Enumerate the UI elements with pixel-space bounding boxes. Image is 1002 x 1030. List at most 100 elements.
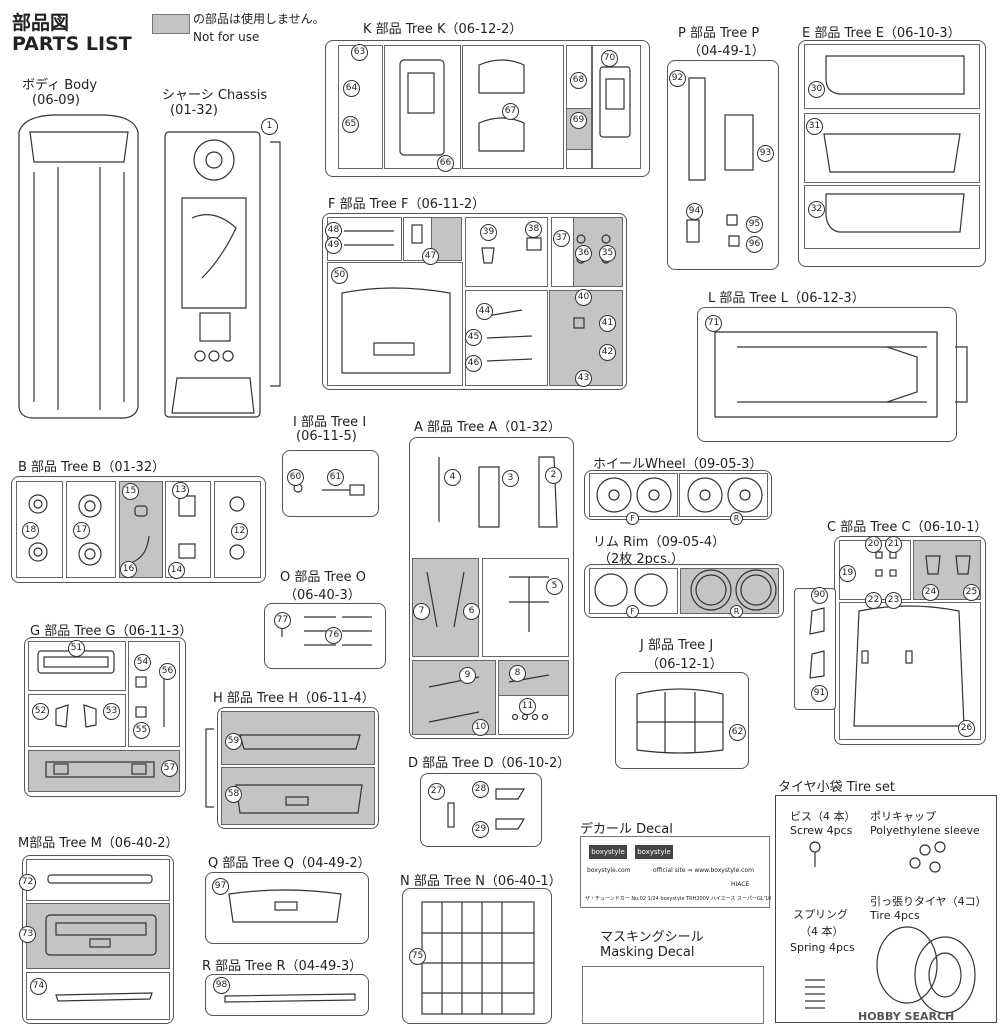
part-num-62: 62 — [729, 724, 746, 741]
treeH-cell-unused-1 — [221, 711, 375, 765]
page-title-jp: 部品図 — [12, 12, 70, 34]
part-num-35: 35 — [599, 245, 616, 262]
treeQ-label: Q 部品 Tree Q（04-49-2） — [208, 856, 371, 871]
spring-qty: （4 本） — [800, 925, 844, 938]
part-num-36: 36 — [575, 245, 592, 262]
part-num-31: 31 — [806, 118, 823, 135]
rim-qty: （2枚 2pcs.） — [598, 552, 684, 567]
treeA-cell-5 — [482, 558, 569, 657]
part-num-32: 32 — [808, 201, 825, 218]
part-num-98: 98 — [213, 977, 230, 994]
treeA-drawing — [426, 456, 558, 723]
part-num-95: 95 — [746, 216, 763, 233]
part-num-94: 94 — [686, 203, 703, 220]
spring-jp: スプリング — [793, 908, 848, 921]
part-num-53: 53 — [103, 703, 120, 720]
part-num-91: 91 — [811, 685, 828, 702]
part-num-5: 5 — [546, 578, 563, 595]
part-num-23: 23 — [885, 592, 902, 609]
part-num-24: 24 — [922, 584, 939, 601]
part-num-41: 41 — [599, 315, 616, 332]
part-num-44: 44 — [476, 303, 493, 320]
screw-en: Screw 4pcs — [790, 824, 853, 837]
part-num-59: 59 — [225, 733, 242, 750]
part-num-29: 29 — [472, 821, 489, 838]
part-num-73: 73 — [19, 926, 36, 943]
legend-jp: の部品は使用しません。 — [193, 12, 325, 26]
treeB-label: B 部品 Tree B（01-32） — [18, 460, 166, 475]
part-num-27: 27 — [428, 783, 445, 800]
part-num-14: 14 — [168, 562, 185, 579]
part-num-63: 63 — [351, 44, 368, 61]
part-num-64: 64 — [343, 80, 360, 97]
rim-label: リム Rim（09-05-4） — [593, 535, 726, 550]
treeF-cell-50 — [327, 262, 463, 386]
part-num-48: 48 — [325, 222, 342, 239]
treeB-cell-13 — [165, 481, 211, 578]
part-num-60: 60 — [287, 469, 304, 486]
treeM-cell-72 — [26, 859, 170, 901]
part-num-3: 3 — [502, 470, 519, 487]
treeI-code: (06-11-5) — [296, 429, 357, 444]
treeE-cell-32 — [804, 185, 980, 249]
decal-sheet: boxystyle boxystyle boxystyle.com offici… — [580, 836, 771, 908]
part-num-76: 76 — [325, 627, 342, 644]
treeA-label: A 部品 Tree A（01-32） — [414, 420, 562, 435]
part-num-40: 40 — [575, 289, 592, 306]
watermark: HOBBY SEARCH — [858, 1010, 955, 1023]
part-num-42: 42 — [599, 344, 616, 361]
part-num-65: 65 — [342, 116, 359, 133]
tire-jp: 引っ張りタイヤ（4コ） — [870, 895, 987, 908]
treeF-cell-unused-1 — [431, 217, 462, 261]
part-num-97: 97 — [212, 878, 229, 895]
part-num-20: 20 — [865, 536, 882, 553]
decal-hiace: HIACE — [731, 881, 750, 888]
decal-brand-2: boxystyle — [635, 845, 673, 859]
treeM-label: M部品 Tree M（06-40-2） — [18, 836, 179, 851]
treeB-drawing — [28, 494, 245, 566]
masking-label-jp: マスキングシール — [600, 930, 704, 945]
part-num-26: 26 — [958, 720, 975, 737]
part-num-77: 77 — [274, 612, 291, 629]
treeG-label: G 部品 Tree G（06-11-3） — [30, 624, 193, 639]
part-num-58: 58 — [225, 786, 242, 803]
cap-en: Polyethylene sleeve — [870, 824, 980, 837]
treeL-drawing — [714, 331, 968, 418]
part-num-92: 92 — [669, 70, 686, 87]
part-num-43: 43 — [575, 370, 592, 387]
treeK-label: K 部品 Tree K（06-12-2） — [363, 22, 523, 37]
body-drawing — [18, 114, 139, 419]
treeN-label: N 部品 Tree N（06-40-1） — [400, 874, 562, 889]
part-num-28: 28 — [472, 781, 489, 798]
treeL-label: L 部品 Tree L（06-12-3） — [708, 291, 865, 306]
treeC-label: C 部品 Tree C（06-10-1） — [827, 520, 988, 535]
cap-jp: ポリキャップ — [870, 810, 936, 823]
wheel-marker-r: R — [730, 512, 743, 525]
treeO-code: （06-40-3） — [284, 588, 361, 603]
treeD-drawing — [447, 788, 526, 830]
part-num-52: 52 — [32, 703, 49, 720]
part-num-55: 55 — [133, 722, 150, 739]
treeJ-code: （06-12-1） — [646, 657, 723, 672]
part-num-10: 10 — [472, 719, 489, 736]
treeI-label: I 部品 Tree I — [293, 415, 367, 430]
body-code: (06-09) — [32, 93, 80, 108]
treeQ-drawing — [228, 889, 342, 923]
legend-en: Not for use — [193, 30, 260, 44]
part-num-16: 16 — [120, 561, 137, 578]
part-num-15: 15 — [122, 483, 139, 500]
part-num-61: 61 — [327, 469, 344, 486]
part-num-30: 30 — [808, 81, 825, 98]
decal-url-1: boxystyle.com — [587, 867, 631, 874]
part-num-68: 68 — [570, 72, 587, 89]
treeJ-drawing — [636, 688, 724, 754]
treeE-drawing — [823, 55, 965, 233]
part-num-49: 49 — [325, 237, 342, 254]
part-num-93: 93 — [757, 145, 774, 162]
rim-marker-r: R — [730, 605, 743, 618]
part-num-37: 37 — [553, 230, 570, 247]
part-num-70: 70 — [601, 50, 618, 67]
tire-en: Tire 4pcs — [870, 909, 920, 922]
part-num-39: 39 — [480, 224, 497, 241]
treeE-label: E 部品 Tree E（06-10-3） — [802, 26, 961, 41]
